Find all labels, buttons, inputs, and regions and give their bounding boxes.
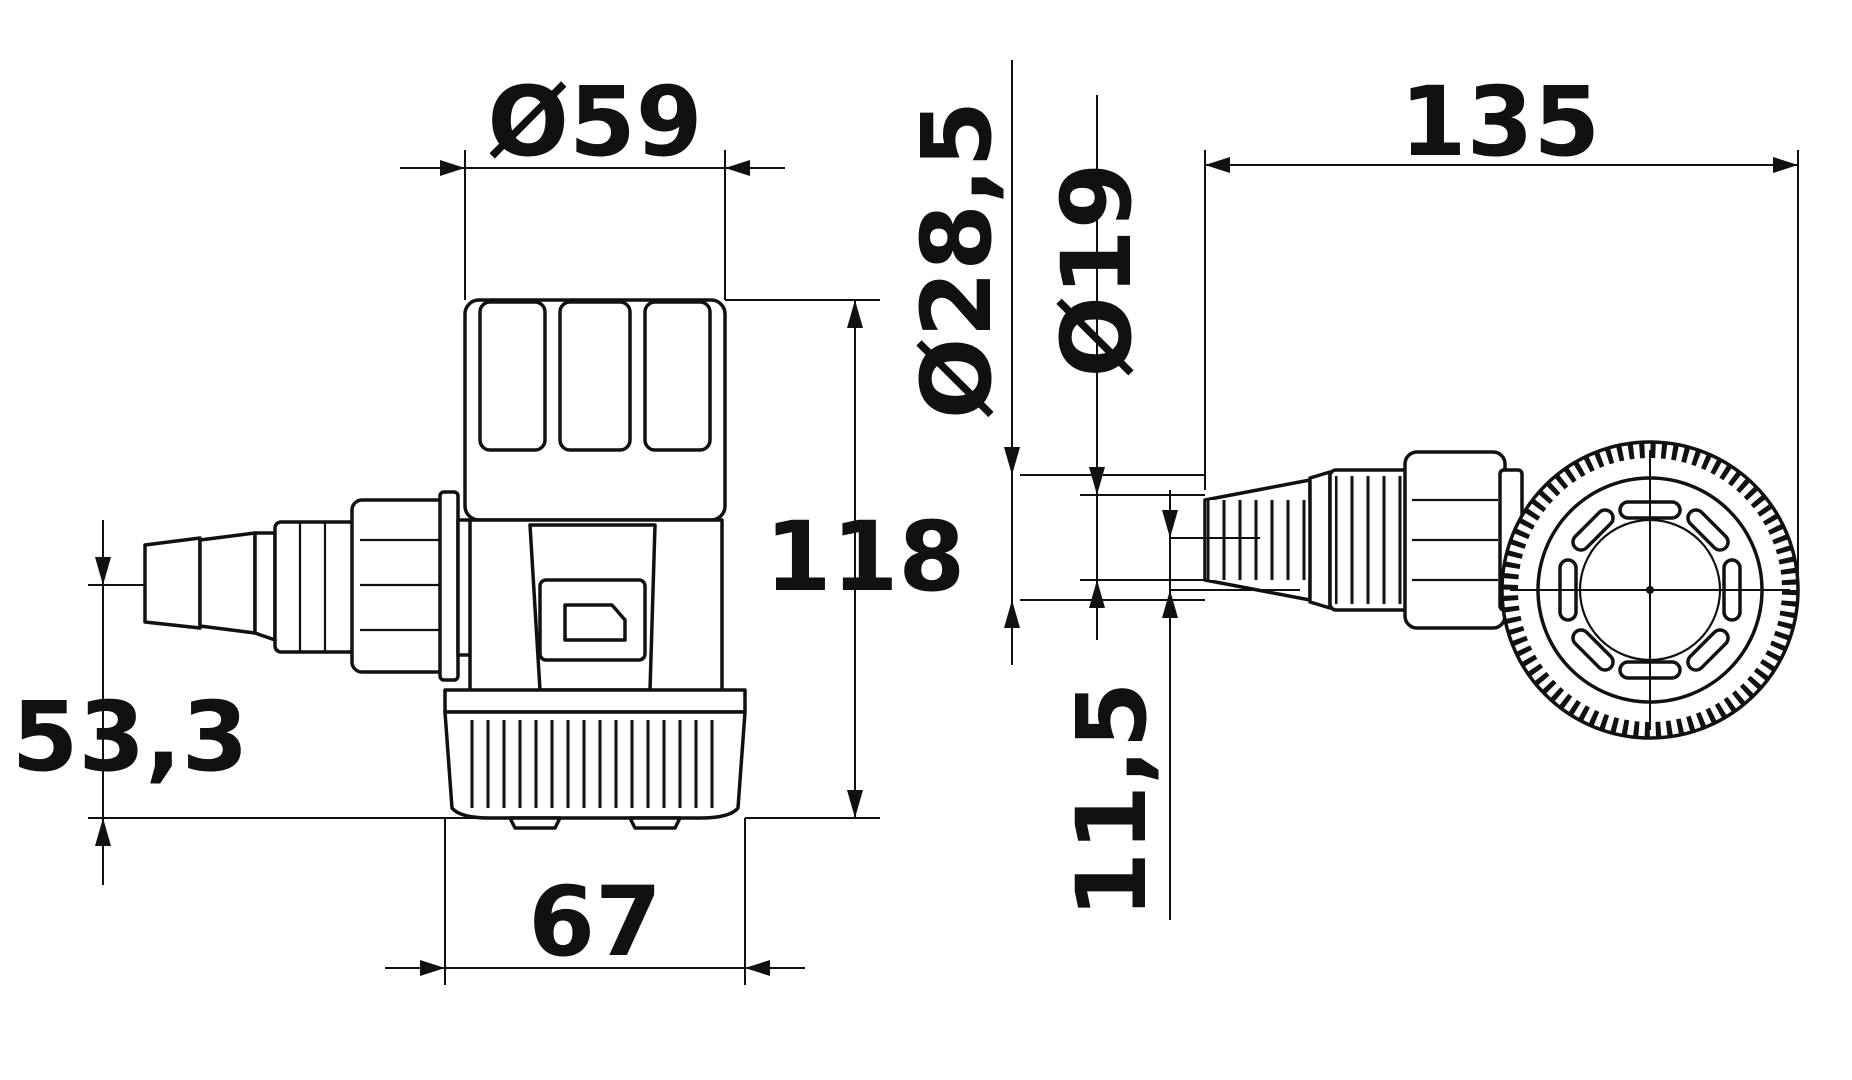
dim-total-length: 135 bbox=[1204, 66, 1799, 600]
top-view: 135 Ø28,5 Ø19 11,5 bbox=[901, 60, 1800, 920]
pump-body bbox=[463, 298, 727, 702]
strainer-base bbox=[443, 688, 747, 830]
hose-tube bbox=[1203, 468, 1412, 612]
label-diameter-body: Ø59 bbox=[487, 66, 702, 178]
label-base-width: 67 bbox=[528, 866, 662, 978]
dim-base-width: 67 bbox=[385, 818, 805, 985]
union-nut bbox=[350, 490, 460, 682]
label-diameter-hose-outer: Ø28,5 bbox=[901, 101, 1013, 419]
label-outlet-height: 53,3 bbox=[12, 681, 249, 793]
label-total-length: 135 bbox=[1400, 66, 1600, 178]
dim-height: 118 bbox=[725, 299, 965, 819]
dim-diameter-body: Ø59 bbox=[400, 66, 785, 300]
label-diameter-hose-inner: Ø19 bbox=[1041, 162, 1153, 377]
hose-barb bbox=[143, 520, 357, 654]
dim-outlet-height: 53,3 bbox=[12, 520, 480, 885]
round-strainer bbox=[1500, 440, 1800, 740]
dim-offset: 11,5 bbox=[1056, 490, 1300, 920]
label-height: 118 bbox=[765, 501, 965, 613]
dim-diameter-hose-outer: Ø28,5 bbox=[901, 60, 1205, 665]
dim-diameter-hose-inner: Ø19 bbox=[1041, 95, 1205, 640]
side-view: Ø59 118 67 53,3 bbox=[12, 66, 965, 985]
label-offset: 11,5 bbox=[1056, 682, 1168, 919]
